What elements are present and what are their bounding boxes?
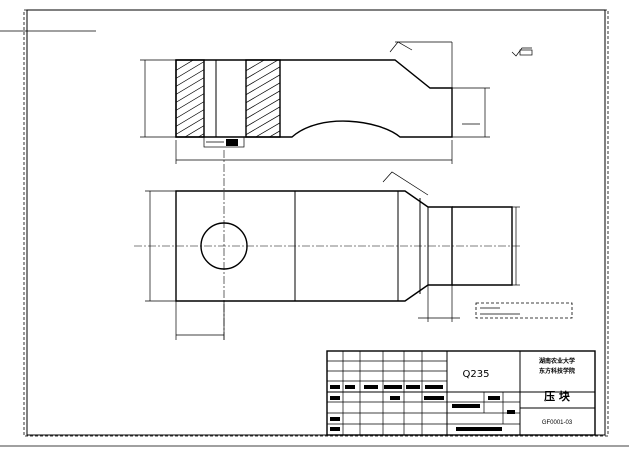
top-view — [134, 150, 573, 340]
tb-label-block — [330, 385, 340, 389]
tb-label-block — [390, 396, 400, 400]
tb-label-block — [424, 396, 444, 400]
school-name-line2: 东方科技学院 — [539, 367, 575, 375]
tb-label-block — [406, 385, 420, 389]
thread-mark — [226, 139, 238, 146]
school-name-line1: 湖南农业大学 — [539, 357, 575, 365]
tb-label-block — [384, 385, 402, 389]
tb-label-block — [330, 427, 340, 431]
hatched-section-left — [175, 59, 205, 138]
tb-label-block — [330, 396, 340, 400]
tb-label-block — [488, 396, 500, 400]
title-block-frame — [326, 350, 596, 436]
tb-label-block — [330, 417, 340, 421]
inner-frame — [26, 9, 606, 436]
material-label: Q235 — [463, 369, 490, 380]
tb-label-block — [507, 410, 515, 414]
thread-detail — [203, 136, 245, 148]
sheet-frames — [0, 9, 629, 447]
front-view-outline — [175, 59, 453, 138]
front-view — [140, 41, 533, 164]
title-block: Q235 湖南农业大学 东方科技学院 压 块 GF0001-03 — [326, 350, 596, 436]
chamfer-angle-mark — [389, 41, 413, 53]
part-name: 压 块 — [544, 389, 571, 403]
tb-label-block — [345, 385, 355, 389]
tb-label-block — [452, 404, 480, 408]
tb-label-block — [456, 427, 502, 431]
tb-label-block — [364, 385, 378, 389]
tb-label-block — [425, 385, 443, 389]
tech-notes-box — [475, 302, 573, 319]
chamfer-leader-top — [382, 171, 429, 196]
roughness-box — [519, 49, 533, 56]
drawing-number: GF0001-03 — [542, 420, 573, 426]
hatch-lines-right — [246, 60, 280, 137]
roughness-symbol-icon — [511, 47, 532, 57]
hatch-lines-left — [176, 60, 204, 137]
